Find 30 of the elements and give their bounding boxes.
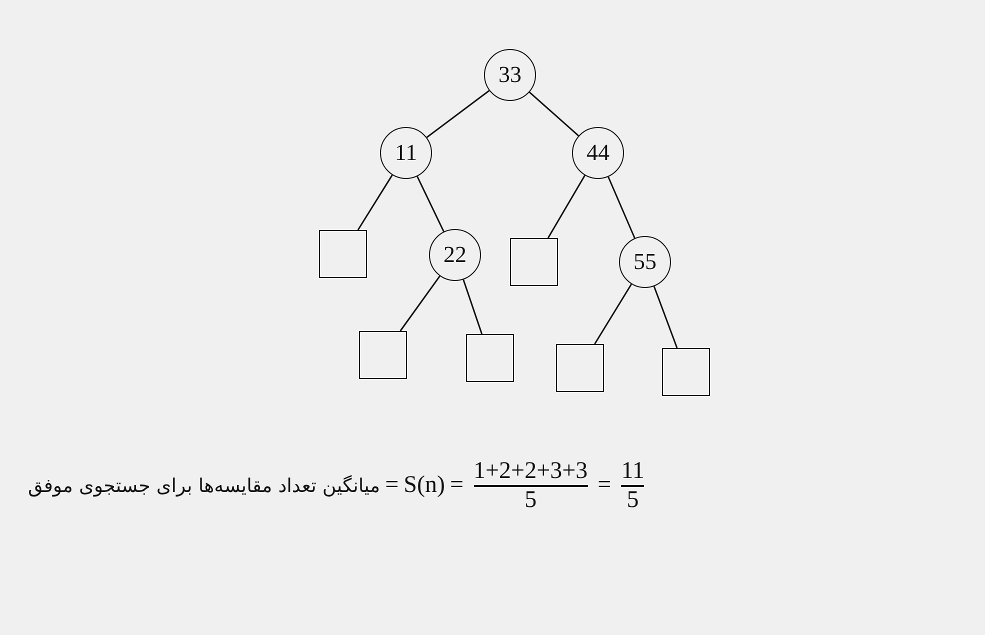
leaf-square [510, 238, 558, 286]
caption-text: میانگین تعداد مقایسه‌ها برای جستجوی موفق [28, 474, 380, 497]
tree-edge [528, 92, 580, 136]
key-node: 44 [572, 127, 624, 179]
tree-edge [462, 279, 483, 334]
tree-edge [547, 175, 586, 238]
key-node: 33 [484, 49, 536, 101]
numerator: 11 [621, 458, 644, 485]
tree-edge [400, 276, 440, 332]
tree-edge [357, 174, 393, 230]
leaf-square [319, 230, 367, 278]
key-node: 11 [380, 127, 432, 179]
leaf-square [556, 344, 604, 392]
leaf-square [466, 334, 514, 382]
denominator: 5 [626, 486, 639, 514]
tree-edge [653, 286, 678, 348]
tree-edge [608, 176, 636, 238]
function-label: S(n) [404, 472, 445, 500]
numerator: 1+2+2+3+3 [474, 458, 588, 485]
tree-edge [594, 284, 632, 344]
leaf-square [359, 331, 407, 379]
equals-sign: = [598, 472, 612, 500]
equals-sign: = [385, 472, 399, 500]
denominator: 5 [524, 486, 537, 514]
key-node: 22 [429, 229, 481, 281]
leaf-square [662, 348, 710, 396]
tree-edge [426, 90, 490, 138]
key-node: 55 [619, 236, 671, 288]
tree-edge [416, 176, 444, 232]
equals-sign: = [450, 472, 464, 500]
